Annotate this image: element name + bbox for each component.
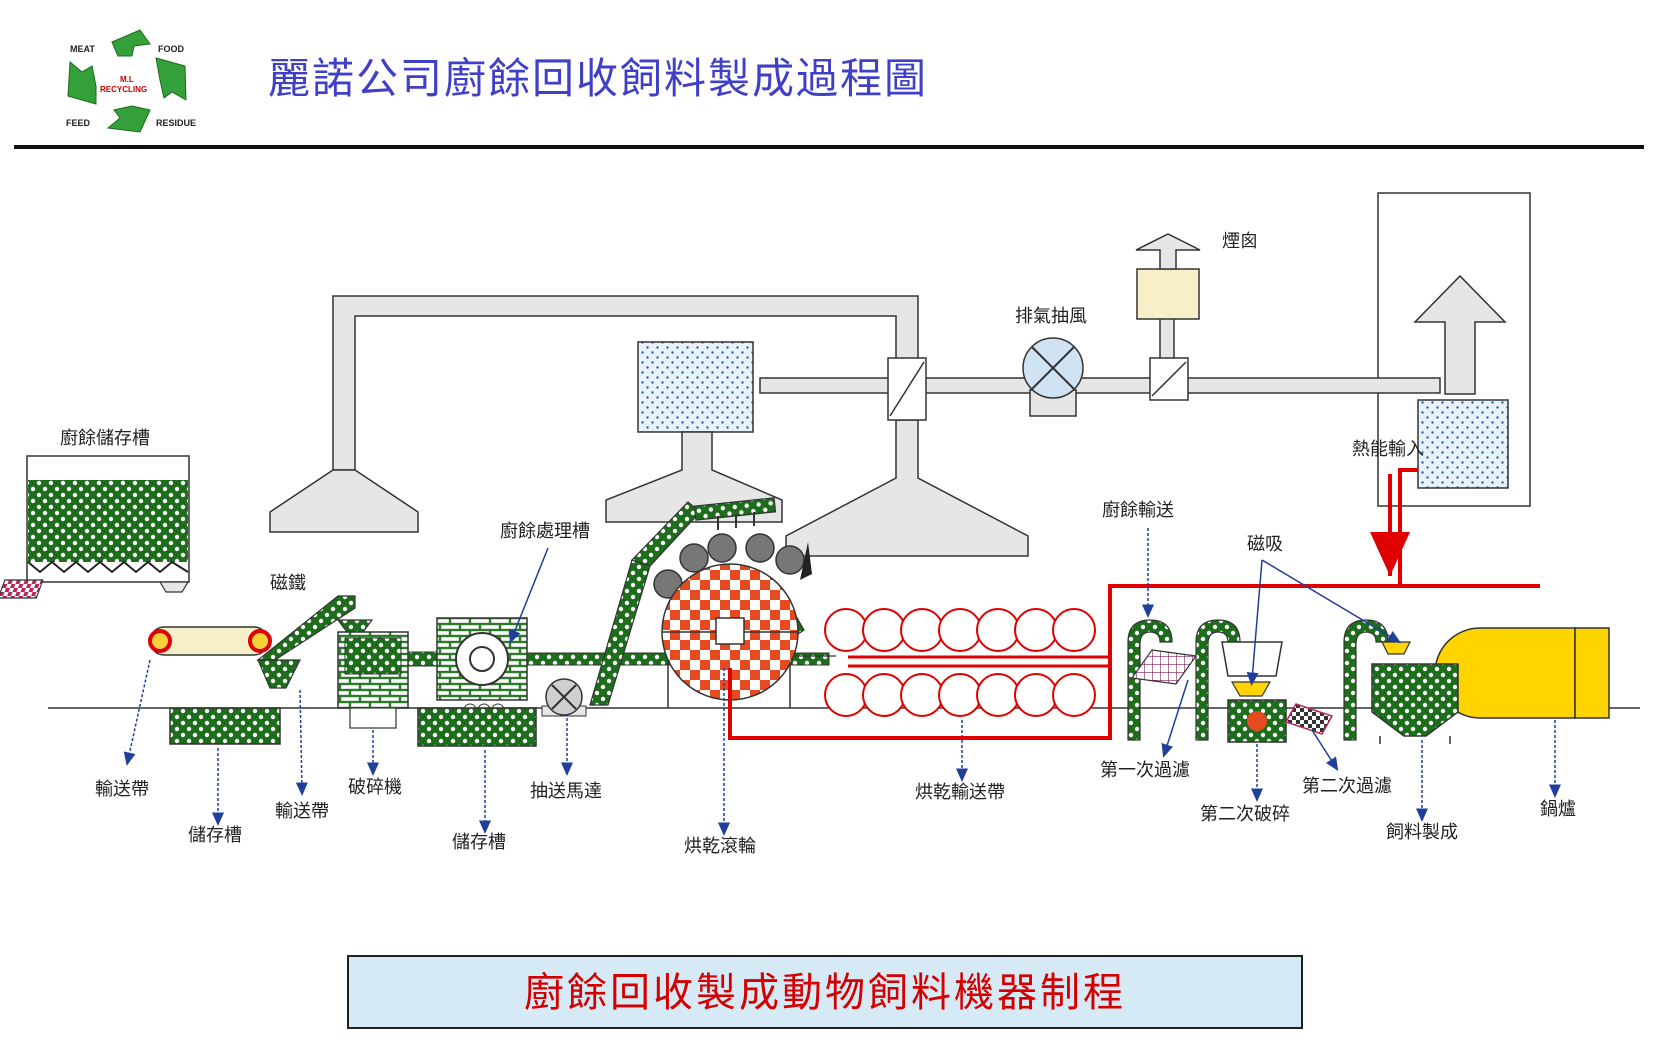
heat-exchanger [1417,399,1509,489]
chimney-cap [1135,233,1201,270]
label-heat-input: 熱能輸入 [1352,439,1424,460]
label-conveyor-1: 輸送帶 [95,779,149,800]
drying-conveyor [824,608,1096,717]
magnet-icon [0,579,44,599]
label-crusher: 破碎機 [348,777,402,798]
label-first-filter: 第一次過濾 [1100,760,1190,781]
feed-output-machine [1371,663,1459,737]
label-conveyor-2: 輸送帶 [275,801,329,822]
label-boiler: 鍋爐 [1540,799,1576,820]
logo-food-text: FOOD [158,44,184,54]
dryer-filter-box [637,341,754,433]
label-feed-made: 飼料製成 [1386,822,1458,843]
dryer-hood [605,431,783,523]
waste-transport-pipe [1127,619,1173,741]
logo-feed-text: FEED [66,118,91,128]
page-title: 麗諾公司廚餘回收飼料製成過程圖 [268,54,928,103]
second-crusher-hopper [1221,641,1283,677]
exhaust-up-arrow [1413,274,1507,395]
storage-bin-1 [169,707,281,745]
label-second-filter: 第二次過濾 [1302,776,1392,797]
label-pump-motor: 抽送馬達 [530,781,602,802]
label-drying-roller: 烘乾滾輪 [684,836,756,857]
storage-tank-contents [28,480,188,562]
banner-title: 廚餘回收製成動物飼料機器制程 [524,970,1126,1016]
label-magnet: 磁鐵 [270,573,306,594]
storage-bin-2 [417,707,537,747]
second-filter-screen [1284,703,1334,735]
label-waste-transport: 廚餘輸送 [1102,499,1174,521]
label-processing-tank: 廚餘處理槽 [500,520,590,542]
bottom-banner [347,955,1303,1029]
label-storage-1: 儲存槽 [188,825,242,846]
label-magnetic-suction: 磁吸 [1247,534,1283,555]
crusher-blade-icon [1247,711,1267,731]
exhaust-ductwork [269,295,1441,557]
logo-meat-text: MEAT [70,44,95,54]
header-divider [14,145,1644,149]
label-second-crush: 第二次破碎 [1200,804,1290,825]
logo-recycling-text: RECYCLING [100,85,147,94]
label-exhaust-fan: 排氣抽風 [1015,306,1087,327]
label-storage-2: 儲存槽 [452,832,506,853]
company-logo: MEAT FOOD FEED RESIDUE M.L RECYCLING [66,29,196,133]
recycle-arrows-icon [67,29,187,133]
first-filter-screen [1130,649,1198,685]
label-drying-conveyor: 烘乾輸送帶 [915,782,1005,803]
chimney-box [1136,268,1200,320]
magnet-catcher-2 [1381,641,1411,655]
logo-ml-text: M.L [120,75,134,84]
magnet-catcher-1 [1230,681,1272,697]
label-chimney: 煙囪 [1222,231,1258,252]
logo-residue-text: RESIDUE [156,118,196,128]
label-storage-tank: 廚餘儲存槽 [60,427,150,449]
